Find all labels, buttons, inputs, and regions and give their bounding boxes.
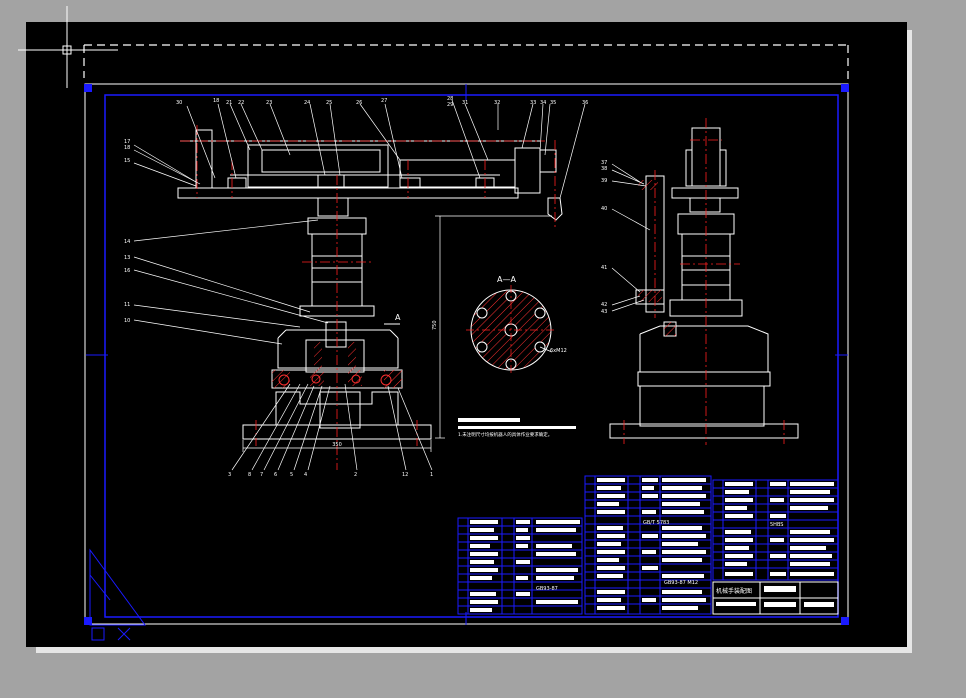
hole-callout: 6xM12: [550, 348, 567, 354]
section-marker: A: [384, 313, 401, 325]
svg-text:1: 1: [430, 472, 433, 478]
svg-text:32: 32: [494, 100, 500, 106]
svg-text:13: 13: [124, 255, 130, 261]
crosshair-cursor: [18, 6, 118, 88]
svg-text:33: 33: [530, 100, 536, 106]
part-code-3: GB/T 5783: [643, 520, 669, 526]
svg-text:18: 18: [124, 145, 130, 151]
outer-border: [84, 83, 849, 625]
base-dimension: 350: [332, 442, 342, 448]
svg-text:35: 35: [550, 100, 556, 106]
svg-text:6: 6: [274, 472, 277, 478]
svg-text:3: 3: [228, 472, 231, 478]
svg-text:23: 23: [266, 100, 272, 106]
front-hatching: [272, 342, 402, 388]
svg-text:2: 2: [354, 472, 357, 478]
svg-text:27: 27: [381, 98, 387, 104]
svg-text:38: 38: [601, 166, 607, 172]
svg-text:10: 10: [124, 318, 130, 324]
svg-text:31: 31: [462, 100, 468, 106]
svg-text:18: 18: [213, 98, 219, 104]
svg-text:36: 36: [582, 100, 588, 106]
svg-text:30: 30: [176, 100, 182, 106]
svg-text:28: 28: [447, 96, 453, 102]
svg-text:21: 21: [226, 100, 232, 106]
svg-text:8: 8: [248, 472, 251, 478]
section-a-a: [466, 285, 556, 375]
corner-markers: [84, 84, 849, 625]
svg-text:41: 41: [601, 265, 607, 271]
note-heading-bar: [458, 418, 520, 422]
title-block-title: 机械手装配图: [716, 587, 752, 595]
svg-text:7: 7: [260, 472, 263, 478]
svg-text:14: 14: [124, 239, 130, 245]
part-labels-top: 30 18 21 22 23 24 25 26 27 28 29 31 32 3…: [176, 96, 588, 108]
section-title: A—A: [497, 275, 516, 284]
svg-text:22: 22: [238, 100, 244, 106]
parts-list-right: [712, 479, 839, 581]
svg-text:17: 17: [124, 139, 130, 145]
svg-text:43: 43: [601, 309, 607, 315]
part-labels-left: 17 18 15 14 13 16 11 10: [124, 139, 130, 324]
side-hatching: [638, 180, 676, 336]
parts-list-middle: [584, 475, 712, 615]
drawing-sheet: [26, 22, 907, 647]
table-text-bars: [470, 478, 834, 612]
part-code-2: GB93-87 M12: [664, 580, 698, 586]
svg-text:40: 40: [601, 206, 607, 212]
note-underline: [458, 426, 576, 429]
svg-text:25: 25: [326, 100, 332, 106]
leader-lines: [133, 99, 586, 471]
paper-outline: [83, 44, 849, 80]
part-labels-right: 37 38 39 40 41 42 43: [601, 160, 607, 315]
height-dimension: 750: [432, 320, 438, 330]
svg-text:16: 16: [124, 268, 130, 274]
svg-text:15: 15: [124, 158, 130, 164]
front-centerlines: [180, 125, 556, 470]
svg-text:26: 26: [356, 100, 362, 106]
svg-text:34: 34: [540, 100, 546, 106]
svg-text:29: 29: [447, 102, 453, 108]
dimensions: [242, 215, 552, 452]
ucs-icon: [89, 548, 146, 641]
svg-text:5: 5: [290, 472, 293, 478]
svg-text:A: A: [395, 313, 401, 322]
side-view: [609, 127, 799, 439]
svg-text:39: 39: [601, 178, 607, 184]
svg-text:4: 4: [304, 472, 307, 478]
svg-text:11: 11: [124, 302, 130, 308]
svg-text:12: 12: [402, 472, 408, 478]
part-labels-bottom: 3 8 7 6 5 4 2 12 1: [228, 472, 433, 478]
side-leader-lines: [611, 163, 651, 312]
svg-text:42: 42: [601, 302, 607, 308]
parts-list-left: [457, 517, 583, 615]
part-code-1: GB93-87: [536, 586, 558, 592]
title-block: [712, 581, 839, 615]
inner-frame: [104, 94, 839, 618]
svg-text:24: 24: [304, 100, 310, 106]
side-centerlines: [623, 118, 785, 445]
svg-text:37: 37: [601, 160, 607, 166]
part-code-4: 5HBS: [770, 522, 783, 528]
tech-note: 1.未注明尺寸均按机器人的具体作业要求确定。: [458, 431, 552, 438]
